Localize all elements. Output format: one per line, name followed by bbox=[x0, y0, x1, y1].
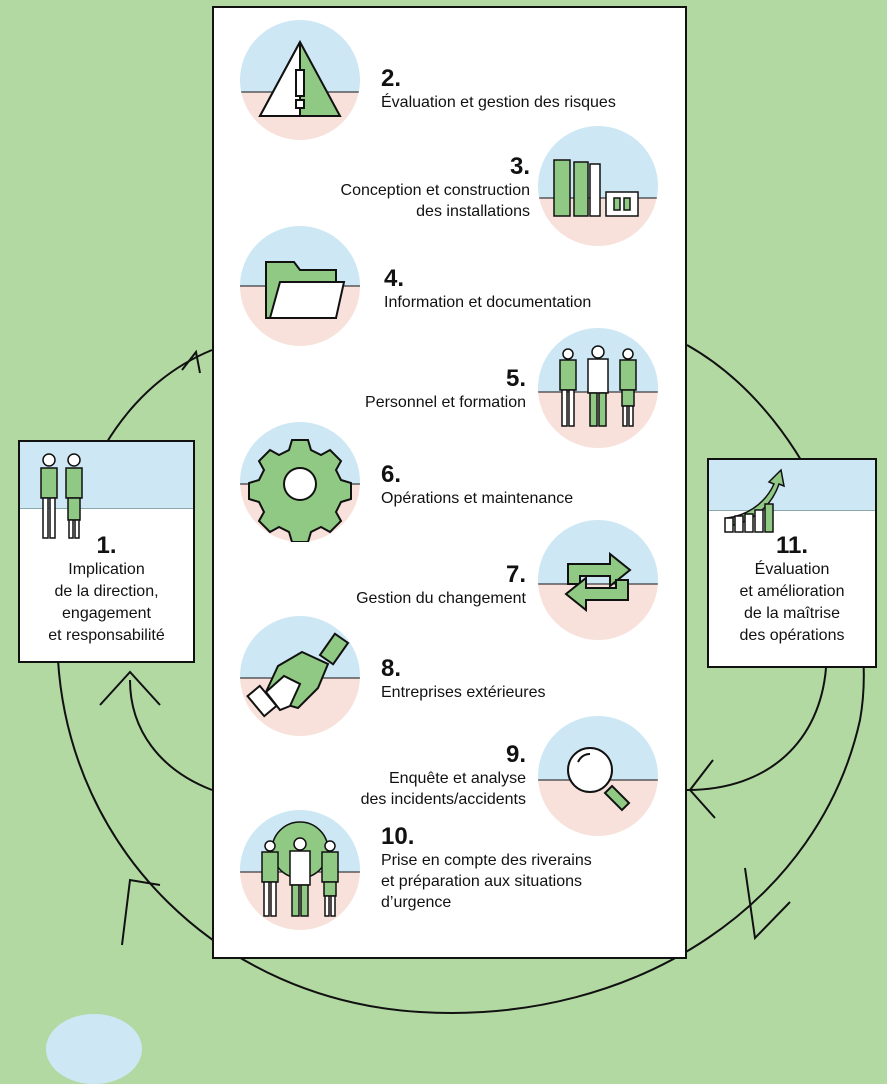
riverains-circle bbox=[240, 810, 360, 930]
arrowhead-lower-right bbox=[744, 867, 791, 941]
step-number-5: 5. bbox=[505, 365, 526, 392]
step-label-1-line4: et responsabilité bbox=[48, 627, 165, 644]
step-label-7: Gestion du changement bbox=[356, 590, 526, 607]
step-label-1-line2: de la direction, bbox=[54, 583, 159, 600]
cycle-arrows-icon bbox=[564, 551, 632, 613]
steps-panel: 2. Évaluation et gestion des risques 3. … bbox=[212, 6, 687, 959]
step-number-1: 1. bbox=[96, 532, 117, 559]
step-text-6: 6. Opérations et maintenance bbox=[381, 462, 573, 509]
step-label-9-line2: des incidents/accidents bbox=[360, 791, 526, 808]
step-label-4: Information et documentation bbox=[384, 294, 592, 311]
handshake-circle bbox=[240, 616, 360, 736]
workers-circle bbox=[538, 328, 658, 448]
step-label-1-line3: engagement bbox=[62, 605, 151, 622]
step-number-6: 6. bbox=[381, 461, 402, 488]
step-card-1: 1. Implication de la direction, engageme… bbox=[18, 440, 195, 663]
step-text-2: 2. Évaluation et gestion des risques bbox=[381, 66, 616, 113]
step-number-3: 3. bbox=[509, 153, 530, 180]
step-number-2: 2. bbox=[381, 65, 402, 92]
step-label-9-line1: Enquête et analyse bbox=[389, 770, 526, 787]
step-label-11-line4: des opérations bbox=[739, 627, 845, 644]
workers-icon bbox=[559, 345, 637, 427]
step-label-3-line2: des installations bbox=[416, 203, 530, 220]
step-label-2: Évaluation et gestion des risques bbox=[381, 94, 616, 111]
step-label-3-line1: Conception et construction bbox=[340, 182, 530, 199]
globe-people-icon bbox=[261, 821, 339, 917]
step-number-11: 11. bbox=[775, 532, 809, 559]
inner-arc-left bbox=[129, 679, 213, 791]
step-text-9: 9. Enquête et analyse des incidents/acci… bbox=[361, 742, 526, 810]
risk-circle bbox=[240, 20, 360, 140]
handshake-icon bbox=[246, 632, 350, 718]
magnifier-icon bbox=[567, 747, 631, 812]
step-text-10: 10. Prise en compte des riverains et pré… bbox=[381, 824, 592, 913]
step-number-8: 8. bbox=[381, 655, 402, 682]
folder-circle bbox=[240, 226, 360, 346]
growth-chart-icon bbox=[724, 468, 785, 533]
step-number-10: 10. bbox=[381, 823, 415, 850]
step-label-8: Entreprises extérieures bbox=[381, 684, 546, 701]
step-label-11-line2: et amélioration bbox=[739, 583, 845, 600]
arrowhead-lower-left bbox=[121, 878, 161, 946]
gear-circle bbox=[240, 422, 360, 542]
step-label-10-line3: d’urgence bbox=[381, 894, 452, 911]
folder-icon bbox=[265, 261, 346, 319]
step-text-5: 5. Personnel et formation bbox=[365, 366, 526, 413]
step-number-9: 9. bbox=[505, 741, 526, 768]
step-text-7: 7. Gestion du changement bbox=[356, 562, 526, 609]
factory-icon bbox=[553, 159, 639, 217]
step-label-10-line1: Prise en compte des riverains bbox=[381, 852, 592, 869]
step-text-8: 8. Entreprises extérieures bbox=[381, 656, 546, 703]
step-number-4: 4. bbox=[384, 265, 405, 292]
step-label-11-line1: Évaluation bbox=[754, 561, 830, 578]
arrowhead-mid-left bbox=[99, 670, 161, 706]
arrowhead-mid-right bbox=[688, 759, 716, 819]
step-text-4: 4. Information et documentation bbox=[384, 266, 591, 313]
step-label-1-line1: Implication bbox=[68, 561, 145, 578]
step-label-6: Opérations et maintenance bbox=[381, 490, 574, 507]
change-circle bbox=[538, 520, 658, 640]
gear-icon bbox=[248, 439, 352, 542]
step-label-11-line3: de la maîtrise bbox=[743, 605, 841, 622]
factory-circle bbox=[538, 126, 658, 246]
step-label-5: Personnel et formation bbox=[365, 394, 526, 411]
inner-arc-right bbox=[686, 667, 827, 791]
step-label-10-line2: et préparation aux situations bbox=[381, 873, 583, 890]
investigation-circle bbox=[538, 716, 658, 836]
arrowhead-upper-left bbox=[181, 349, 201, 374]
warning-triangle-icon bbox=[258, 39, 342, 117]
step-text-3: 3. Conception et construction des instal… bbox=[341, 154, 530, 222]
leaders-icon bbox=[40, 453, 83, 539]
sky-band bbox=[709, 460, 875, 533]
sky-band bbox=[20, 442, 193, 539]
step-number-7: 7. bbox=[505, 561, 526, 588]
step-card-11: 11. Évaluation et amélioration de la maî… bbox=[707, 458, 877, 668]
bottom-decoration bbox=[46, 1014, 142, 1084]
